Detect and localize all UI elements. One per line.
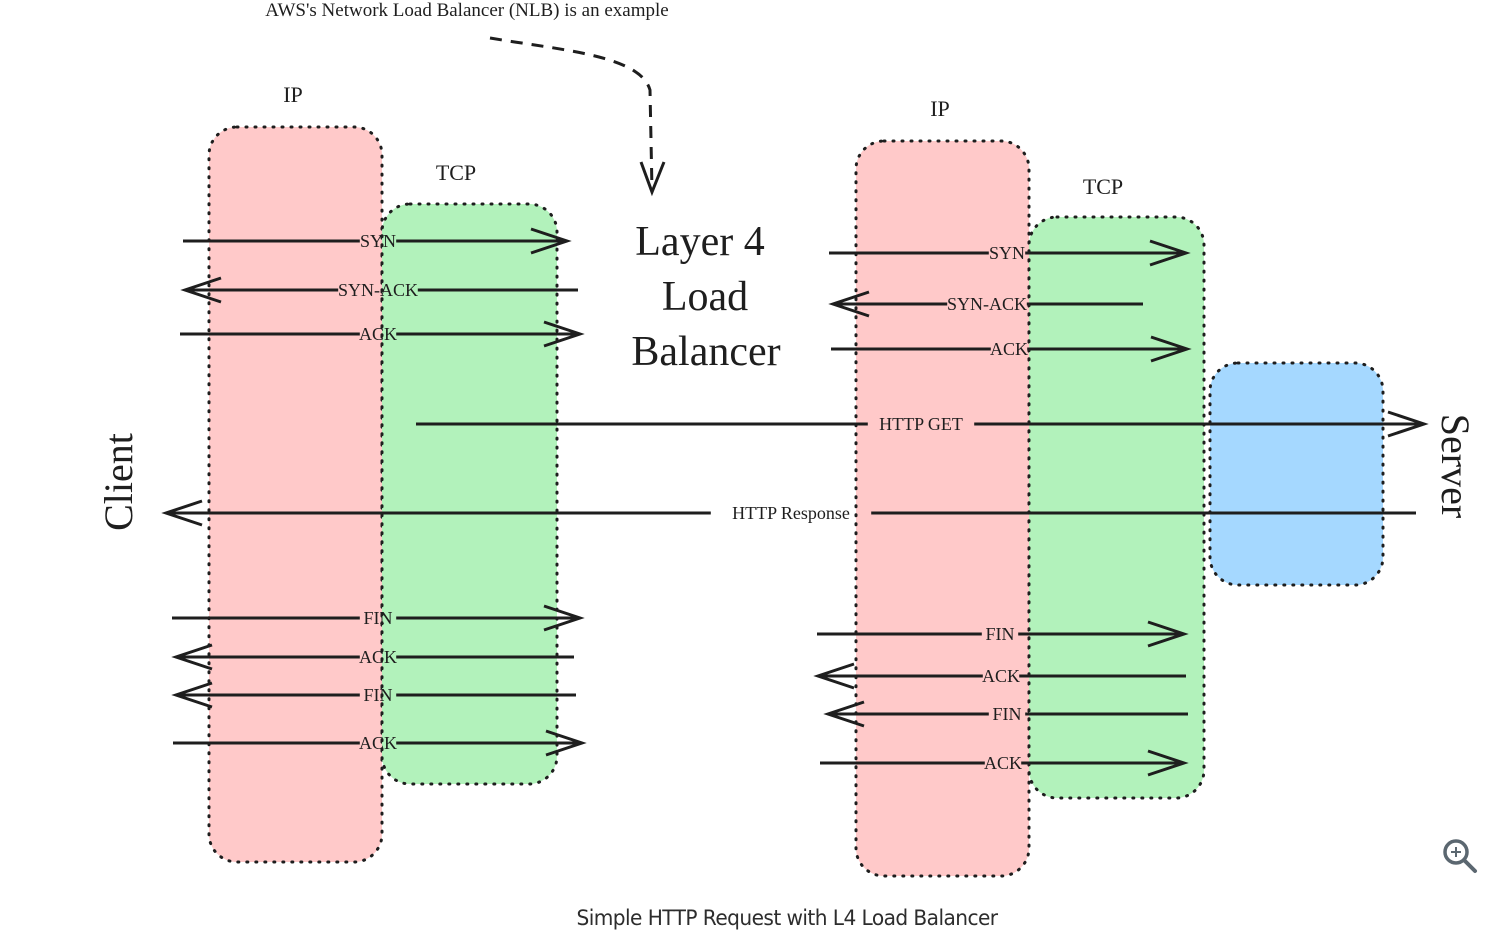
right-message-syn-ack-1: SYN-ACK (828, 290, 1143, 318)
message-label: FIN (992, 704, 1021, 724)
arrowhead-right (1387, 410, 1429, 438)
arrowhead-right (1150, 335, 1192, 363)
right-ip-box (854, 139, 1031, 878)
zoom-in-icon (1443, 839, 1477, 873)
right-message-ack-4: ACK (813, 662, 1186, 690)
message-label: ACK (359, 647, 397, 667)
arrowhead-left (171, 681, 213, 709)
annotation-text: AWS's Network Load Balancer (NLB) is an … (265, 0, 668, 21)
annotation-dashed-arrow (489, 36, 654, 191)
message-label: ACK (359, 733, 397, 753)
server-box (1208, 361, 1385, 587)
arrowhead-right (543, 604, 585, 632)
left-message-ack-4: ACK (171, 643, 574, 671)
right-tcp-box (1027, 215, 1206, 800)
message-label: HTTP GET (879, 414, 963, 434)
message-label: FIN (363, 685, 392, 705)
message-label: ACK (982, 666, 1020, 686)
center-label-line-3: Balancer (631, 329, 780, 375)
left-ip-label: IP (283, 82, 303, 107)
message-label: SYN (360, 231, 396, 251)
annotation-arrowhead (639, 161, 666, 197)
right-message-ack-6: ACK (820, 749, 1189, 777)
zoom-in-button[interactable] (1440, 836, 1480, 876)
left-tcp-label: TCP (436, 160, 476, 185)
arrowhead-left (161, 499, 203, 527)
message-label: SYN-ACK (338, 280, 418, 300)
arrowhead-left (180, 276, 222, 304)
arrowhead-right (1147, 620, 1189, 648)
http-get-arrow: HTTP GET (416, 410, 1429, 438)
left-message-fin-5: FIN (171, 681, 576, 709)
arrowhead-left (171, 643, 213, 671)
left-message-syn-ack-1: SYN-ACK (180, 276, 578, 304)
right-tcp-label: TCP (1083, 174, 1123, 199)
right-message-fin-3: FIN (817, 620, 1189, 648)
center-label-line-1: Layer 4 (635, 219, 764, 265)
arrowhead-right (530, 227, 572, 255)
right-message-syn-0: SYN (829, 239, 1191, 267)
message-label: ACK (984, 753, 1022, 773)
arrowhead-right (545, 729, 587, 757)
left-message-ack-6: ACK (173, 729, 587, 757)
left-ip-box (207, 125, 384, 864)
arrowhead-left (828, 290, 870, 318)
arrowhead-left (823, 700, 865, 728)
arrowhead-right (1149, 239, 1191, 267)
server-label: Server (1433, 414, 1478, 518)
message-label: FIN (985, 624, 1014, 644)
http-response-arrow: HTTP Response (161, 499, 1416, 527)
left-message-fin-3: FIN (172, 604, 585, 632)
message-label: SYN-ACK (947, 294, 1027, 314)
right-message-ack-2: ACK (831, 335, 1192, 363)
right-message-fin-5: FIN (823, 700, 1188, 728)
left-message-syn-0: SYN (183, 227, 572, 255)
message-label: HTTP Response (732, 503, 850, 523)
arrowhead-left (813, 662, 855, 690)
message-arrows: SYN SYN-ACK ACK FIN ACK FIN ACK SYN SYN-ACK ACK FI… (161, 227, 1429, 777)
message-label: SYN (989, 243, 1025, 263)
left-message-ack-2: ACK (180, 320, 585, 348)
left-tcp-box (380, 202, 559, 786)
message-label: ACK (990, 339, 1028, 359)
center-label-line-2: Load (662, 274, 748, 320)
figure-caption: Simple HTTP Request with L4 Load Balance… (576, 906, 998, 930)
arrowhead-right (1147, 749, 1189, 777)
message-label: FIN (363, 608, 392, 628)
arrowhead-right (543, 320, 585, 348)
right-ip-label: IP (930, 96, 950, 121)
client-label: Client (96, 433, 141, 531)
message-label: ACK (359, 324, 397, 344)
